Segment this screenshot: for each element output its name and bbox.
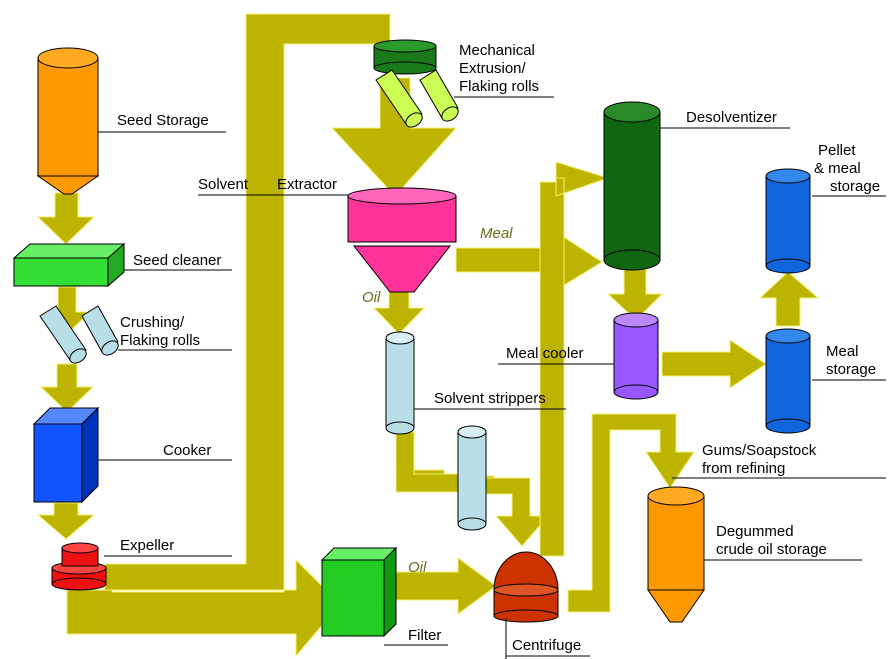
- label-solvent-strippers: Solvent strippers: [434, 390, 546, 407]
- label-mech-1: Mechanical: [459, 42, 535, 59]
- label-oil-flow-2: Oil: [408, 559, 427, 576]
- arrow-meal-to-pellet-storage: [758, 271, 820, 327]
- filter-unit: [320, 546, 398, 638]
- degummed-oil-storage-silo: [647, 486, 705, 623]
- arrow-storage-to-cleaner: [36, 192, 96, 245]
- labels: Seed Storage Seed cleaner Crushing/ Flak…: [117, 42, 880, 654]
- centrifuge-unit: [493, 551, 559, 623]
- label-mech-3: Flaking rolls: [459, 78, 539, 95]
- label-crushing-2: Flaking rolls: [120, 332, 200, 349]
- label-seed-cleaner: Seed cleaner: [133, 252, 221, 269]
- label-gums-2: from refining: [702, 460, 785, 477]
- label-crushing-1: Crushing/: [120, 314, 185, 331]
- expeller-press: [51, 542, 107, 591]
- label-pellet-2: & meal: [814, 160, 861, 177]
- label-cooker: Cooker: [163, 442, 211, 459]
- seed-cleaner-box: [12, 242, 126, 288]
- arrow-mech-to-extractor: [330, 77, 458, 197]
- label-degummed-2: crude oil storage: [716, 541, 827, 558]
- solvent-stripper-1: [385, 331, 415, 435]
- label-meal-storage-2: storage: [826, 361, 876, 378]
- leader-lines: [98, 96, 886, 659]
- label-pellet-1: Pellet: [818, 142, 856, 159]
- arrow-centrifuge-to-degummed: [567, 413, 695, 613]
- solvent-extractor: [347, 187, 457, 293]
- label-degummed-1: Degummed: [716, 523, 794, 540]
- solvent-stripper-2: [457, 425, 487, 531]
- label-meal-storage-1: Meal: [826, 343, 859, 360]
- label-mech-2: Extrusion/: [459, 60, 527, 77]
- arrow-meal-to-desolventizer: [455, 231, 603, 291]
- arrow-crushing-to-cooker: [39, 363, 95, 413]
- mechanical-flaking-rolls: [373, 39, 459, 128]
- label-extractor: Extractor: [277, 176, 337, 193]
- meal-storage-tank: [765, 328, 811, 434]
- arrow-expeller-to-filter: [66, 13, 391, 658]
- arrow-cooker-to-expeller: [36, 502, 96, 540]
- meal-cooler-tank: [613, 312, 659, 400]
- cooker-cube: [32, 406, 100, 504]
- arrow-cooler-to-meal-storage: [661, 339, 767, 389]
- arrow-filter-to-centrifuge: [395, 557, 497, 615]
- label-desolventizer: Desolventizer: [686, 109, 777, 126]
- label-expeller: Expeller: [120, 537, 174, 554]
- desolventizer-tank: [603, 101, 661, 271]
- label-gums-1: Gums/Soapstock: [702, 442, 817, 459]
- label-oil-flow-1: Oil: [362, 289, 381, 306]
- crushing-rolls: [39, 305, 119, 364]
- label-seed-storage: Seed Storage: [117, 112, 209, 129]
- label-meal-flow: Meal: [480, 225, 513, 242]
- pellet-meal-storage-tank: [765, 168, 811, 274]
- label-meal-cooler: Meal cooler: [506, 345, 584, 362]
- label-filter: Filter: [408, 627, 441, 644]
- label-centrifuge: Centrifuge: [512, 637, 581, 654]
- seed-storage-silo: [36, 47, 100, 195]
- label-pellet-3: storage: [830, 178, 880, 195]
- arrow-second-stripper-to-centrifuge: [483, 477, 550, 547]
- arrow-centrifuge-to-desolventizer: [539, 161, 610, 557]
- label-solvent: Solvent: [198, 176, 249, 193]
